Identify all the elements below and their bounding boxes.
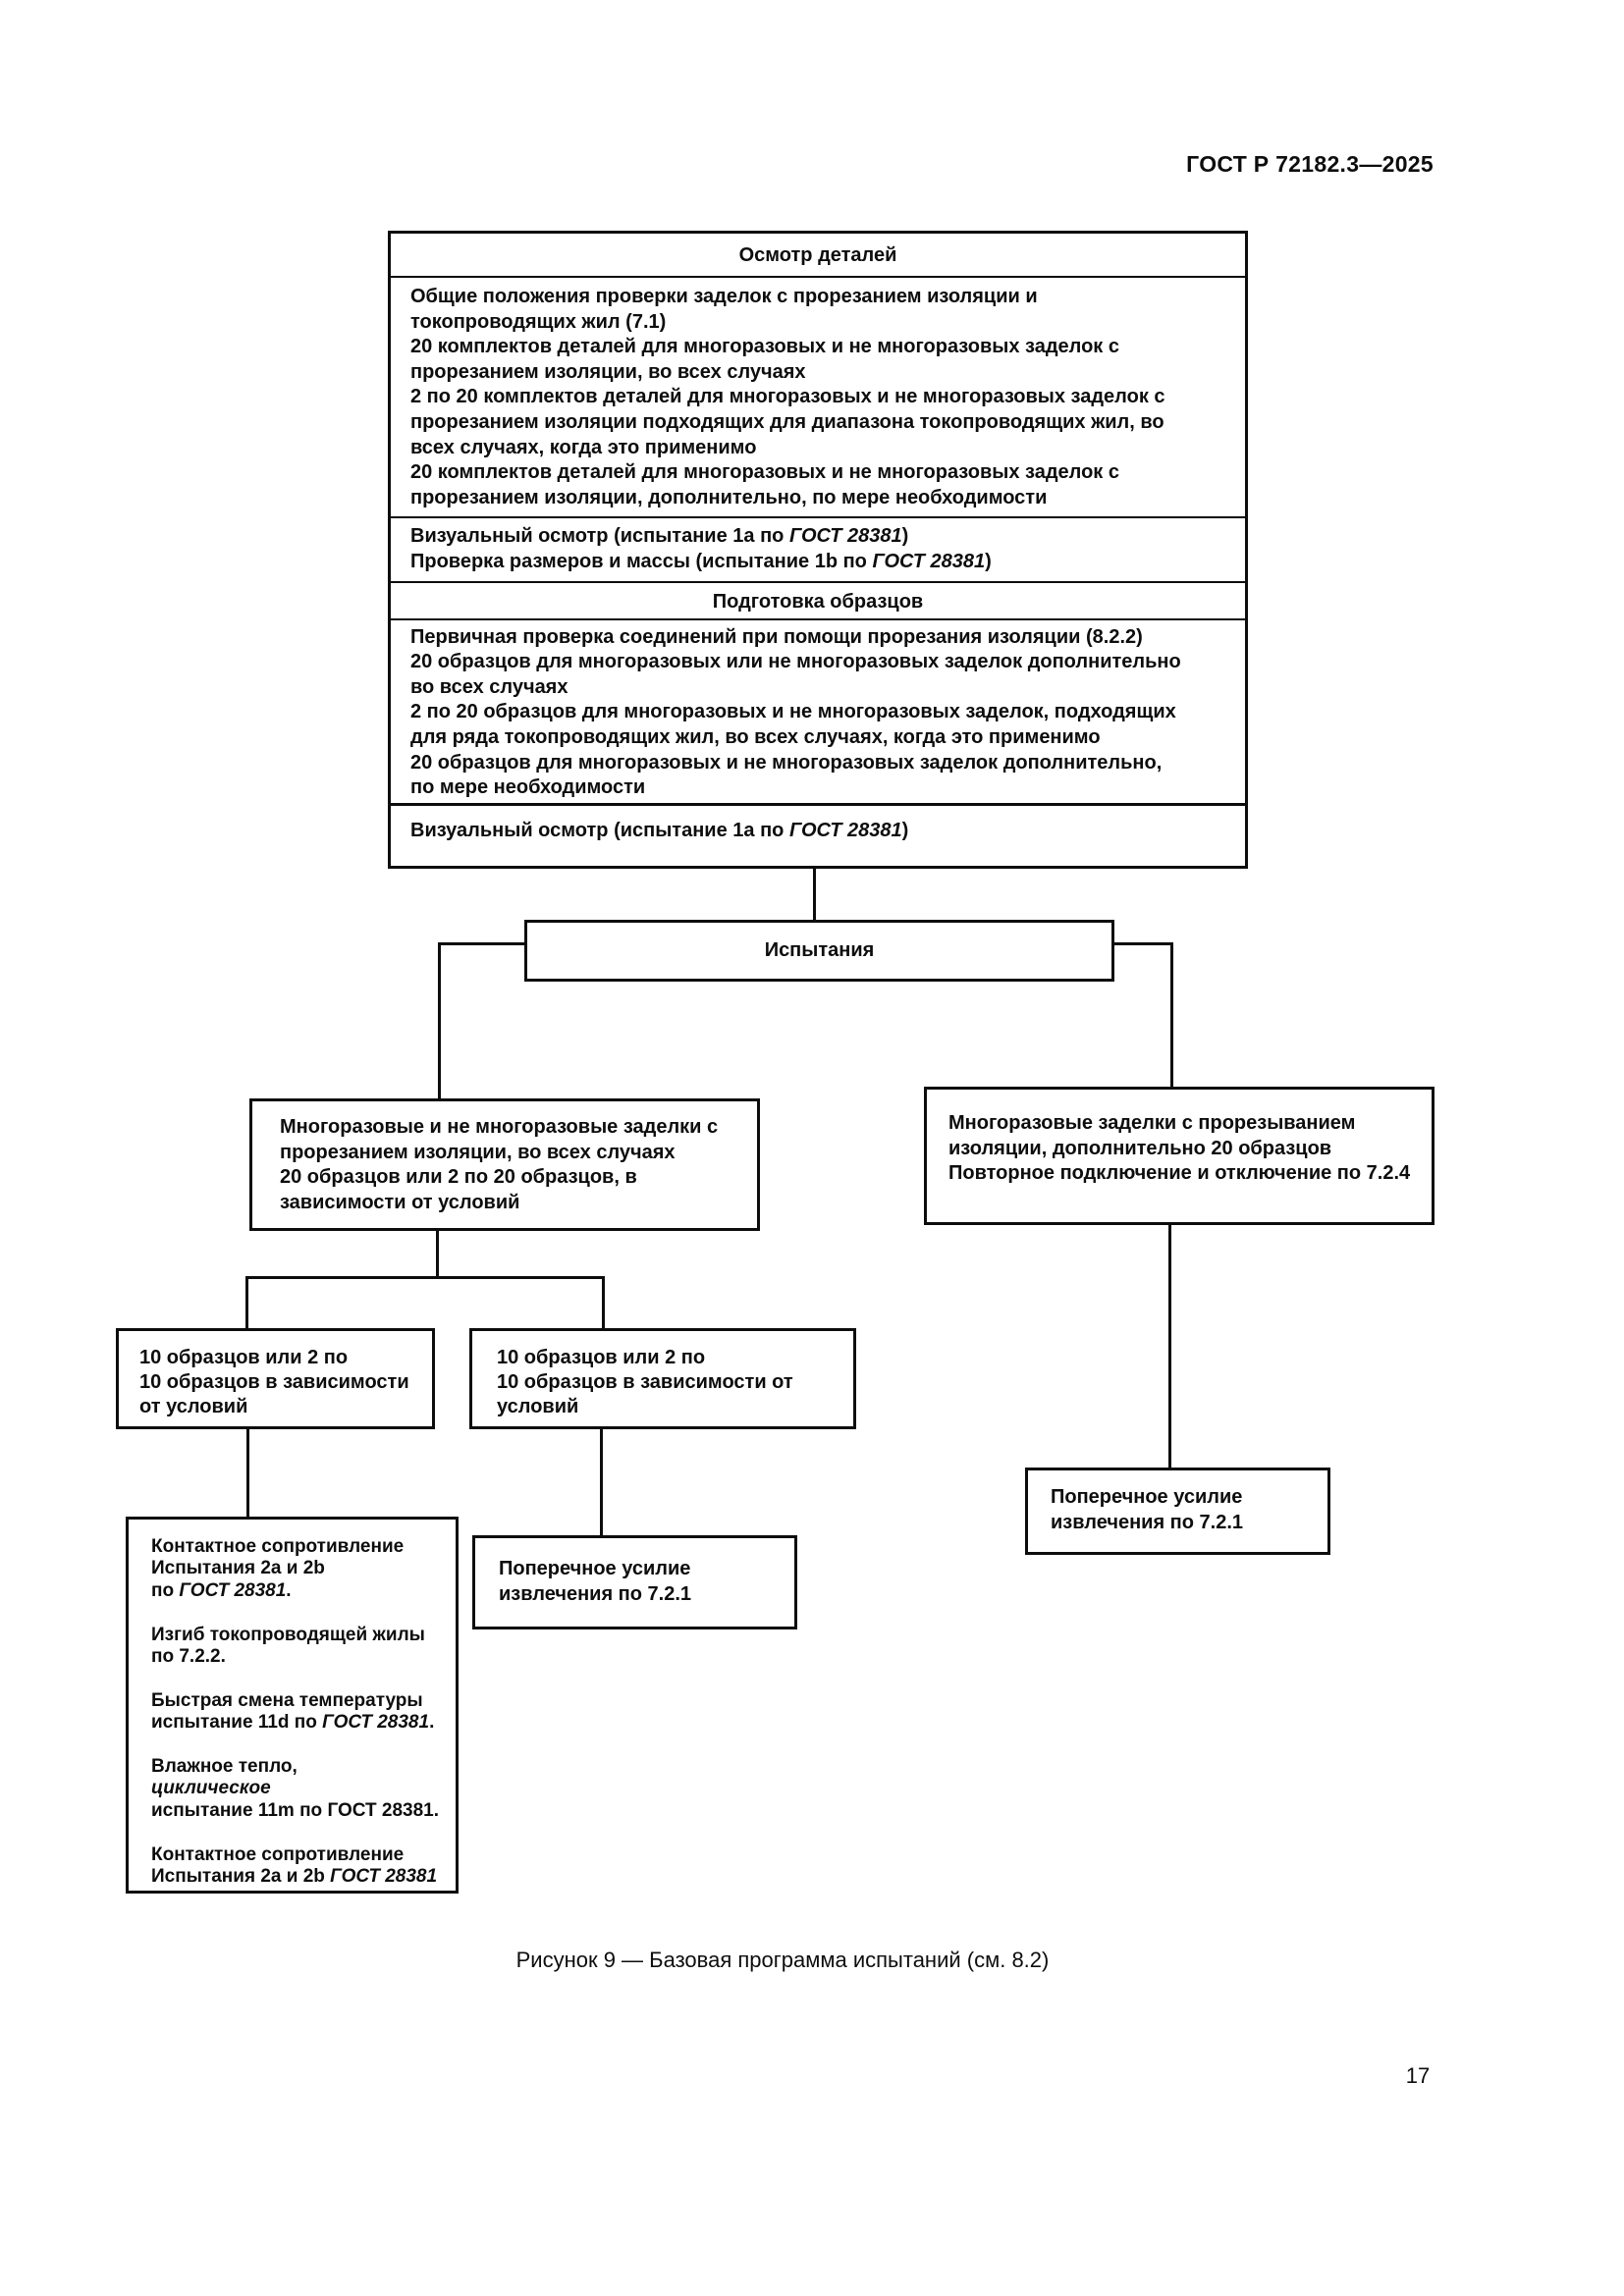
standard-number: ГОСТ Р 72182.3—2025 <box>1186 151 1434 177</box>
inspection-general-text: Общие положения проверки заделок с проре… <box>391 278 1245 519</box>
connector-inspection-to-trials <box>813 869 816 920</box>
connector-trials-right-elbow-v <box>1170 942 1173 1087</box>
left-branch-box: Многоразовые и не многоразовые заделки с… <box>249 1098 760 1231</box>
connector-trials-left-elbow-h <box>438 942 526 945</box>
connector-submid-to-force <box>600 1429 603 1535</box>
connector-subleft-to-detail <box>246 1429 249 1517</box>
connector-rightbranch-to-force <box>1168 1224 1171 1468</box>
connector-split-left-v <box>245 1276 248 1328</box>
visual-inspection-final: Визуальный осмотр (испытание 1a по ГОСТ … <box>410 819 909 841</box>
connector-split-mid-v <box>602 1276 605 1328</box>
connector-trials-right-elbow-h <box>1112 942 1173 945</box>
figure-caption: Рисунок 9 — Базовая программа испытаний … <box>515 1948 1050 1972</box>
inspection-box: Осмотр деталей Общие положения проверки … <box>388 231 1248 869</box>
connector-trials-left-elbow-v <box>438 942 441 1098</box>
trials-box: Испытания <box>524 920 1114 982</box>
trials-label: Испытания <box>764 939 875 961</box>
inspection-title: Осмотр деталей <box>391 234 1245 278</box>
connector-leftbranch-down <box>436 1231 439 1276</box>
connector-split-bar <box>245 1276 605 1279</box>
sample-prep-text: Первичная проверка соединений при помощи… <box>391 620 1245 806</box>
page-number: 17 <box>1405 2063 1431 2088</box>
visual-inspection-tests: Визуальный осмотр (испытание 1a по ГОСТ … <box>391 518 1245 583</box>
sample-prep-title: Подготовка образцов <box>391 583 1245 620</box>
